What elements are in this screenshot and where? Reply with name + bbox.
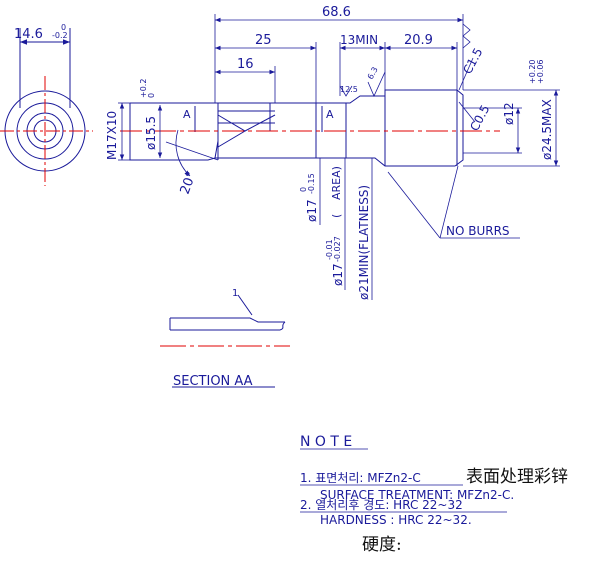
dia-24-5-max: ø24.5MAX	[540, 99, 554, 160]
dia-15-5: ø15.5	[144, 116, 158, 150]
roughness-6-3: 6.3	[366, 65, 380, 80]
end-view-width-tol-lower: -0.2	[52, 31, 68, 40]
roughness-symbol-2	[367, 71, 386, 97]
leader-c15	[458, 57, 474, 91]
end-view-width-tol-upper: 0	[61, 23, 66, 32]
angle-20: 20°	[178, 170, 200, 197]
no-burrs-leader-2	[439, 165, 459, 239]
section-marker-left: A	[183, 108, 191, 121]
end-view-width-label: 14.6	[14, 27, 43, 42]
dia-21-min: ø21MIN(FLATNESS)	[357, 185, 371, 300]
dim-68-6: 68.6	[322, 5, 351, 20]
dia-17-b-tol-lower: -0.027	[333, 236, 342, 262]
dim-25: 25	[255, 33, 272, 48]
dia-15-5-tol-upper: +0.2	[139, 79, 148, 98]
thread-m17x10: M17X10	[105, 111, 119, 160]
note-1-korean: 1. 표면처리: MFZn2-C	[300, 471, 421, 485]
roughness-symbol-1	[339, 85, 353, 97]
dim-13min: 13MIN	[340, 33, 378, 47]
section-callout: 1	[232, 288, 238, 299]
section-callout-leader	[237, 294, 253, 316]
end-view	[0, 28, 93, 186]
section-title: SECTION AA	[173, 374, 253, 389]
roughness-symbols	[339, 71, 386, 97]
angle-leader	[165, 141, 219, 161]
dia-12-tol-lower: +0.06	[536, 59, 545, 84]
no-burrs-leader	[387, 171, 441, 239]
chamfer-c05: C0.5	[467, 103, 492, 134]
angle-arc	[175, 129, 191, 177]
dia-12: ø12	[502, 102, 516, 125]
drill-point-2	[244, 114, 276, 132]
dia-17-a-note: (	[330, 214, 343, 218]
part-outline	[129, 89, 464, 167]
dia-12-tol-upper: +0.20	[528, 59, 537, 84]
dia-17-b-tol-upper: -0.01	[325, 239, 334, 260]
flag-1	[462, 23, 471, 37]
note-1-chinese: 表面处理彩锌	[466, 467, 568, 487]
dim-20-9: 20.9	[404, 33, 433, 48]
dia-17-a: ø17	[305, 199, 319, 222]
bottom-dimensions	[319, 158, 520, 300]
section-marker-right: A	[326, 108, 334, 121]
section-profile	[170, 317, 285, 323]
chamfer-flags	[458, 23, 476, 123]
flag-2	[462, 35, 471, 49]
roughness-12-5: 12.5	[340, 85, 358, 94]
thread-line-3	[214, 140, 219, 159]
note-2-korean: 2. 열처리후 경도: HRC 22~32	[300, 498, 463, 512]
leader-c05	[458, 101, 476, 123]
left-dimensions	[118, 102, 219, 177]
notes-block	[300, 448, 507, 513]
top-dimensions	[214, 14, 464, 103]
note-2-chinese: 硬度:	[362, 535, 402, 555]
dia-17-a-area: AREA)	[330, 166, 343, 200]
note-heading: N O T E	[300, 434, 352, 450]
dia-17-a-tol-upper: 0	[299, 187, 308, 192]
no-burrs-label: NO BURRS	[446, 224, 510, 238]
dia-17-a-tol-lower: -0.15	[307, 173, 316, 194]
note-2-english: HARDNESS : HRC 22~32.	[320, 513, 472, 527]
dim-16: 16	[237, 57, 254, 72]
right-dimensions	[463, 89, 560, 167]
note-1-english: SURFACE TREATMENT: MFZn2-C.	[320, 488, 514, 502]
dia-15-5-tol-lower: 0	[147, 93, 156, 98]
part-profile	[120, 89, 500, 167]
section-aa	[160, 294, 290, 388]
section-break	[279, 321, 286, 331]
dia-17-b: ø17	[331, 263, 345, 286]
chamfer-c15: C1.5	[460, 46, 485, 77]
